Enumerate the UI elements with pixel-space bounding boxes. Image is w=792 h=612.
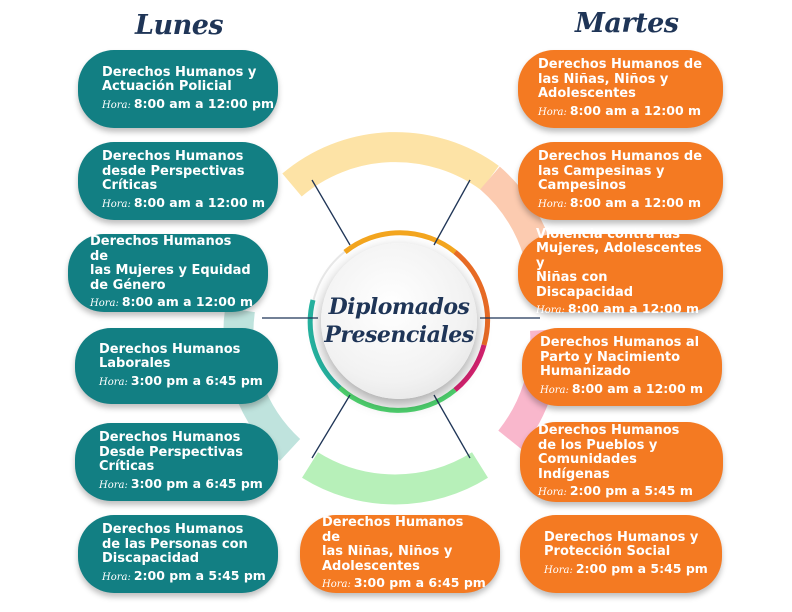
hour-label: Hora:: [536, 305, 565, 317]
course-card-monday-1[interactable]: Derechos Humanos y Actuación Policial Ho…: [78, 50, 278, 128]
inner-arc-red: [453, 250, 490, 346]
course-title: Derechos Humanos de las Niñas, Niños y A…: [538, 57, 703, 102]
course-time: 8:00 am a 12:00 m: [121, 294, 254, 309]
inner-arc-teal: [307, 299, 342, 390]
course-card-tuesday-7[interactable]: Derechos Humanos y Protección Social Hor…: [520, 515, 722, 593]
course-time: 8:00 am a 12:00 m: [567, 301, 700, 317]
course-card-tuesday-2[interactable]: Derechos Humanos de las Campesinas y Cam…: [518, 142, 723, 220]
course-hours: Hora:8:00 am a 12:00 m: [90, 294, 254, 311]
course-time: 8:00 am a 12:00 m: [133, 194, 266, 210]
course-hours: Hora:2:00 pm a 5:45 m: [538, 483, 709, 500]
course-title: Derechos Humanos y Actuación Policial: [102, 64, 257, 94]
course-time: 8:00 am a 12:00 m: [571, 380, 704, 396]
course-hours: Hora:2:00 pm a 5:45 pm: [544, 561, 708, 578]
course-title: Derechos Humanos Desde Perspectivas Crít…: [99, 430, 243, 475]
course-card-tuesday-6[interactable]: Derechos Humanos de las Niñas, Niños y A…: [300, 515, 500, 593]
course-card-monday-2[interactable]: Derechos Humanos desde Perspectivas Crít…: [78, 142, 278, 220]
course-title: Derechos Humanos de los Pueblos y Comuni…: [538, 423, 680, 482]
inner-arc-orange: [343, 230, 457, 254]
course-title: Derechos Humanos desde Perspectivas Crít…: [102, 149, 245, 194]
course-title: Derechos Humanos de las Campesinas y Cam…: [538, 149, 703, 194]
course-title: Violencia contra las Mujeres, Adolescent…: [536, 226, 702, 300]
course-time: 8:00 am a 12:00 pm: [133, 95, 275, 111]
hour-label: Hora:: [544, 564, 573, 576]
course-time: 2:00 pm a 5:45 pm: [133, 567, 266, 583]
course-time: 3:00 pm a 6:45 pm: [130, 475, 263, 491]
course-card-monday-3[interactable]: Derechos Humanos de las Mujeres y Equida…: [68, 234, 268, 312]
course-card-monday-6[interactable]: Derechos Humanos de las Personas con Dis…: [78, 515, 278, 593]
course-card-tuesday-1[interactable]: Derechos Humanos de las Niñas, Niños y A…: [518, 50, 723, 128]
hour-label: Hora:: [102, 198, 131, 210]
hour-label: Hora:: [99, 479, 128, 491]
hour-label: Hora:: [102, 99, 131, 111]
hour-label: Hora:: [538, 198, 567, 210]
connector-line: [433, 394, 471, 459]
course-title: Derechos Humanos de las Personas con Dis…: [102, 522, 248, 567]
course-time: 8:00 am a 12:00 m: [569, 102, 702, 118]
course-title: Derechos Humanos de las Mujeres y Equida…: [90, 234, 251, 293]
center-title-line1: Diplomados: [328, 294, 470, 320]
hour-label: Hora:: [322, 579, 351, 590]
connector-line: [433, 179, 471, 246]
course-hours: Hora:2:00 pm a 5:45 pm: [102, 567, 266, 585]
day-heading-monday: Lunes: [135, 10, 224, 41]
course-time: 2:00 pm a 5:45 m: [569, 483, 693, 498]
course-title: Derechos Humanos al Parto y Nacimiento H…: [540, 335, 700, 380]
course-card-monday-5[interactable]: Derechos Humanos Desde Perspectivas Crít…: [75, 423, 278, 501]
hour-label: Hora:: [538, 106, 567, 118]
course-time: 8:00 am a 12:00 m: [569, 194, 702, 210]
connector-line: [311, 179, 351, 246]
course-title: Derechos Humanos y Protección Social: [544, 529, 699, 559]
course-hours: Hora:3:00 pm a 6:45 pm: [99, 476, 264, 493]
course-title: Derechos Humanos de las Niñas, Niños y A…: [322, 515, 464, 574]
course-hours: Hora:8:00 am a 12:00 m: [102, 194, 266, 212]
course-time: 2:00 pm a 5:45 pm: [575, 560, 708, 576]
inner-arc-green: [338, 386, 457, 413]
course-hours: Hora:8:00 am a 12:00 m: [538, 195, 709, 212]
course-card-tuesday-5[interactable]: Derechos Humanos de los Pueblos y Comuni…: [520, 422, 723, 502]
course-card-monday-4[interactable]: Derechos Humanos Laborales Hora:3:00 pm …: [75, 328, 278, 404]
course-title: Derechos Humanos Laborales: [99, 341, 241, 371]
hour-label: Hora:: [90, 298, 119, 309]
course-time: 3:00 pm a 6:45 pm: [353, 575, 486, 590]
course-time: 3:00 pm a 6:45 pm: [130, 372, 263, 388]
course-card-tuesday-3[interactable]: Violencia contra las Mujeres, Adolescent…: [518, 227, 723, 316]
inner-arc-magenta: [453, 344, 487, 392]
ring-segment-green: [302, 452, 488, 505]
hour-label: Hora:: [538, 487, 567, 498]
course-card-tuesday-4[interactable]: Derechos Humanos al Parto y Nacimiento H…: [522, 328, 722, 406]
course-hours: Hora:8:00 am a 12:00 m: [540, 381, 708, 398]
center-title-line2: Presenciales: [324, 322, 474, 348]
course-hours: Hora:8:00 am a 12:00 pm: [102, 96, 274, 113]
course-hours: Hora:8:00 am a 12:00 m: [536, 301, 709, 318]
course-hours: Hora:8:00 am a 12:00 m: [538, 103, 709, 120]
ring-segment-yellow: [282, 132, 499, 197]
hour-label: Hora:: [540, 384, 569, 396]
course-hours: Hora:3:00 pm a 6:45 pm: [99, 373, 264, 390]
day-heading-tuesday: Martes: [575, 8, 679, 39]
center-title-badge: Diplomados Presenciales: [321, 243, 477, 399]
hour-label: Hora:: [102, 571, 131, 583]
course-hours: Hora:3:00 pm a 6:45 pm: [322, 575, 486, 592]
connector-line: [311, 394, 351, 459]
hour-label: Hora:: [99, 376, 128, 388]
